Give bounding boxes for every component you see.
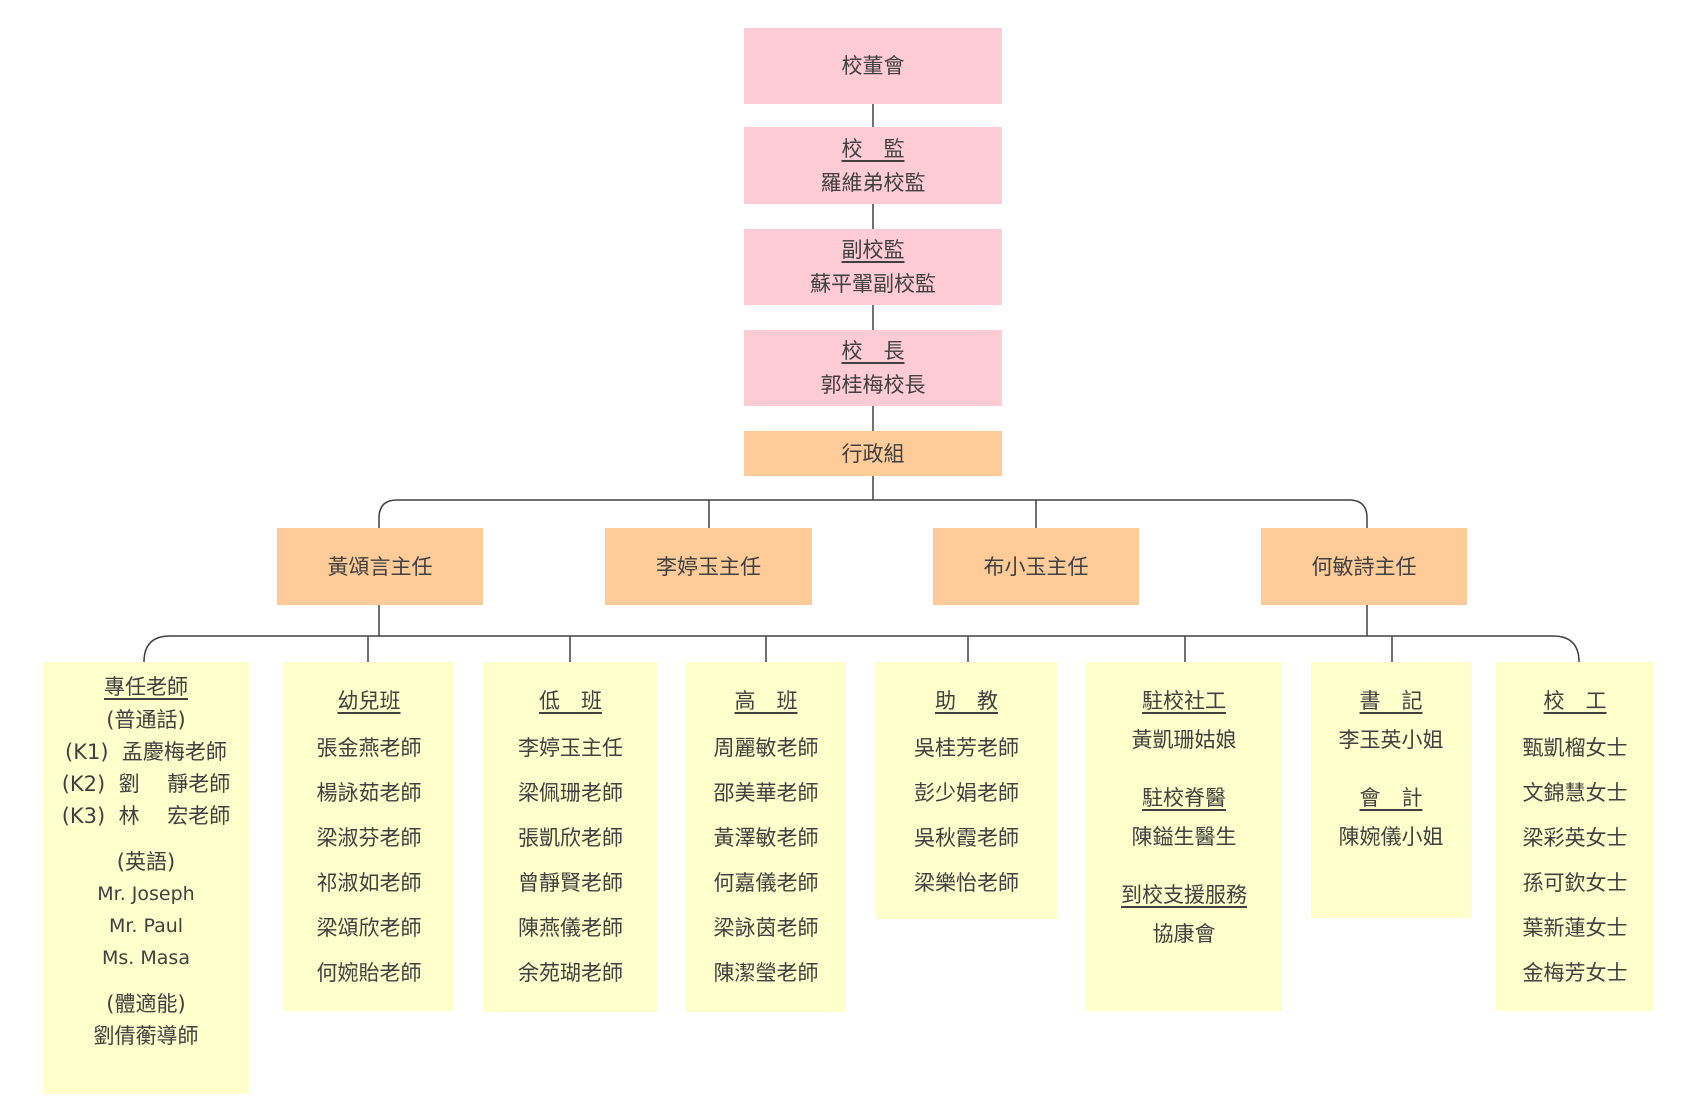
- list-item: 黃凱珊姑娘: [1131, 728, 1237, 752]
- director-box: 布小玉主任: [933, 528, 1139, 605]
- lower-class-box: 低 班 李婷玉主任 梁佩珊老師 張凱欣老師 曾靜賢老師 陳燕儀老師 余苑瑚老師: [484, 662, 657, 1012]
- list-item: 何嘉儀老師: [713, 871, 819, 895]
- board-label: 校董會: [841, 54, 905, 78]
- list-item: 梁佩珊老師: [518, 781, 623, 805]
- list-item: 吳桂芳老師: [914, 736, 1019, 760]
- mandarin-label: (普通話): [106, 708, 186, 732]
- teaching-assistant-title: 助 教: [935, 689, 998, 713]
- list-item: 梁彩英女士: [1522, 826, 1628, 850]
- nursery-title: 幼兒班: [337, 689, 401, 713]
- social-worker-title: 駐校社工: [1142, 689, 1226, 713]
- director-name: 何敏詩主任: [1311, 554, 1417, 579]
- admin-group-box: 行政組: [744, 431, 1002, 476]
- list-item: 李玉英小姐: [1338, 728, 1444, 752]
- list-item: 陳潔瑩老師: [713, 961, 819, 985]
- list-item: 陳婉儀小姐: [1338, 825, 1444, 849]
- list-item: 協康會: [1152, 922, 1216, 946]
- list-item: 余苑瑚老師: [518, 961, 623, 985]
- accounting-title: 會 計: [1359, 786, 1423, 810]
- list-item: 彭少娟老師: [914, 781, 1019, 805]
- pe-label: (體適能): [106, 992, 186, 1016]
- school-workers-title: 校 工: [1543, 689, 1607, 713]
- list-item: 梁頌欣老師: [316, 916, 422, 940]
- principal-title: 校 長: [841, 339, 905, 363]
- director-box: 李婷玉主任: [605, 528, 812, 605]
- list-item: 周麗敏老師: [713, 736, 819, 760]
- list-item: 金梅芳女士: [1522, 961, 1628, 985]
- list-item: 何婉貽老師: [316, 961, 422, 985]
- director-name: 布小玉主任: [983, 554, 1089, 579]
- deputy-supervisor-name: 蘇平翬副校監: [810, 272, 936, 296]
- list-item: 邵美華老師: [713, 781, 819, 805]
- list-item: 楊詠茹老師: [316, 781, 422, 805]
- list-item: 劉倩蘅導師: [93, 1024, 199, 1048]
- director-name: 黃頌言主任: [327, 554, 433, 579]
- specialist-title: 專任老師: [104, 675, 188, 699]
- list-item: 梁樂怡老師: [914, 871, 1019, 895]
- list-item: Ms. Masa: [102, 947, 190, 969]
- chiropractor-title: 駐校脊醫: [1142, 786, 1226, 810]
- list-item: 文錦慧女士: [1522, 781, 1628, 805]
- deputy-supervisor-box: 副校監 蘇平翬副校監: [744, 229, 1002, 305]
- support-services-box: 駐校社工 黃凱珊姑娘 駐校脊醫 陳鎰生醫生 到校支援服務 協康會: [1086, 662, 1282, 1011]
- list-item: Mr. Joseph: [97, 883, 195, 905]
- list-item: 陳燕儀老師: [518, 916, 623, 940]
- supervisor-name: 羅維弟校監: [820, 170, 926, 195]
- list-item: 張凱欣老師: [518, 826, 623, 850]
- list-item: 張金燕老師: [316, 736, 422, 760]
- outreach-service-title: 到校支援服務: [1121, 883, 1247, 907]
- director-name: 李婷玉主任: [656, 554, 761, 579]
- principal-name: 郭桂梅校長: [820, 373, 926, 397]
- list-item: 葉新蓮女士: [1522, 916, 1628, 940]
- clerk-title: 書 記: [1359, 689, 1423, 713]
- list-item: 曾靜賢老師: [518, 871, 623, 895]
- english-label: (英語): [116, 850, 176, 874]
- principal-box: 校 長 郭桂梅校長: [744, 330, 1002, 406]
- list-item: 吳秋霞老師: [914, 826, 1019, 850]
- list-item: 梁詠茵老師: [713, 916, 819, 940]
- list-item: 陳鎰生醫生: [1131, 825, 1237, 849]
- list-item: (K1) 孟慶梅老師: [65, 740, 227, 764]
- teaching-assistant-box: 助 教 吳桂芳老師 彭少娟老師 吳秋霞老師 梁樂怡老師: [876, 662, 1057, 919]
- admin-group-label: 行政組: [841, 441, 905, 466]
- nursery-class-box: 幼兒班 張金燕老師 楊詠茹老師 梁淑芬老師 祁淑如老師 梁頌欣老師 何婉貽老師: [284, 662, 454, 1011]
- school-workers-box: 校 工 甄凱榴女士 文錦慧女士 梁彩英女士 孫可欽女士 葉新蓮女士 金梅芳女士: [1496, 662, 1654, 1011]
- list-item: Mr. Paul: [108, 915, 184, 937]
- list-item: 祁淑如老師: [316, 871, 422, 895]
- board-box: 校董會: [744, 28, 1002, 104]
- director-box: 黃頌言主任: [277, 528, 483, 605]
- upper-class-title: 高 班: [734, 689, 798, 713]
- upper-class-box: 高 班 周麗敏老師 邵美華老師 黃澤敏老師 何嘉儀老師 梁詠茵老師 陳潔瑩老師: [686, 662, 846, 1012]
- supervisor-title: 校 監: [841, 136, 905, 161]
- director-box: 何敏詩主任: [1261, 528, 1467, 605]
- list-item: (K2) 劉 靜老師: [61, 772, 231, 796]
- lower-class-title: 低 班: [539, 689, 602, 713]
- list-item: 黃澤敏老師: [713, 826, 819, 850]
- supervisor-box: 校 監 羅維弟校監: [744, 127, 1002, 204]
- deputy-supervisor-title: 副校監: [841, 238, 905, 262]
- list-item: 甄凱榴女士: [1522, 736, 1628, 760]
- list-item: (K3) 林 宏老師: [61, 804, 231, 828]
- list-item: 孫可欽女士: [1522, 871, 1628, 895]
- clerical-box: 書 記 李玉英小姐 會 計 陳婉儀小姐: [1311, 662, 1471, 918]
- list-item: 李婷玉主任: [518, 736, 623, 760]
- list-item: 梁淑芬老師: [316, 826, 422, 850]
- specialist-teachers-box: 專任老師 (普通話) (K1) 孟慶梅老師 (K2) 劉 靜老師 (K3) 林 …: [43, 662, 249, 1094]
